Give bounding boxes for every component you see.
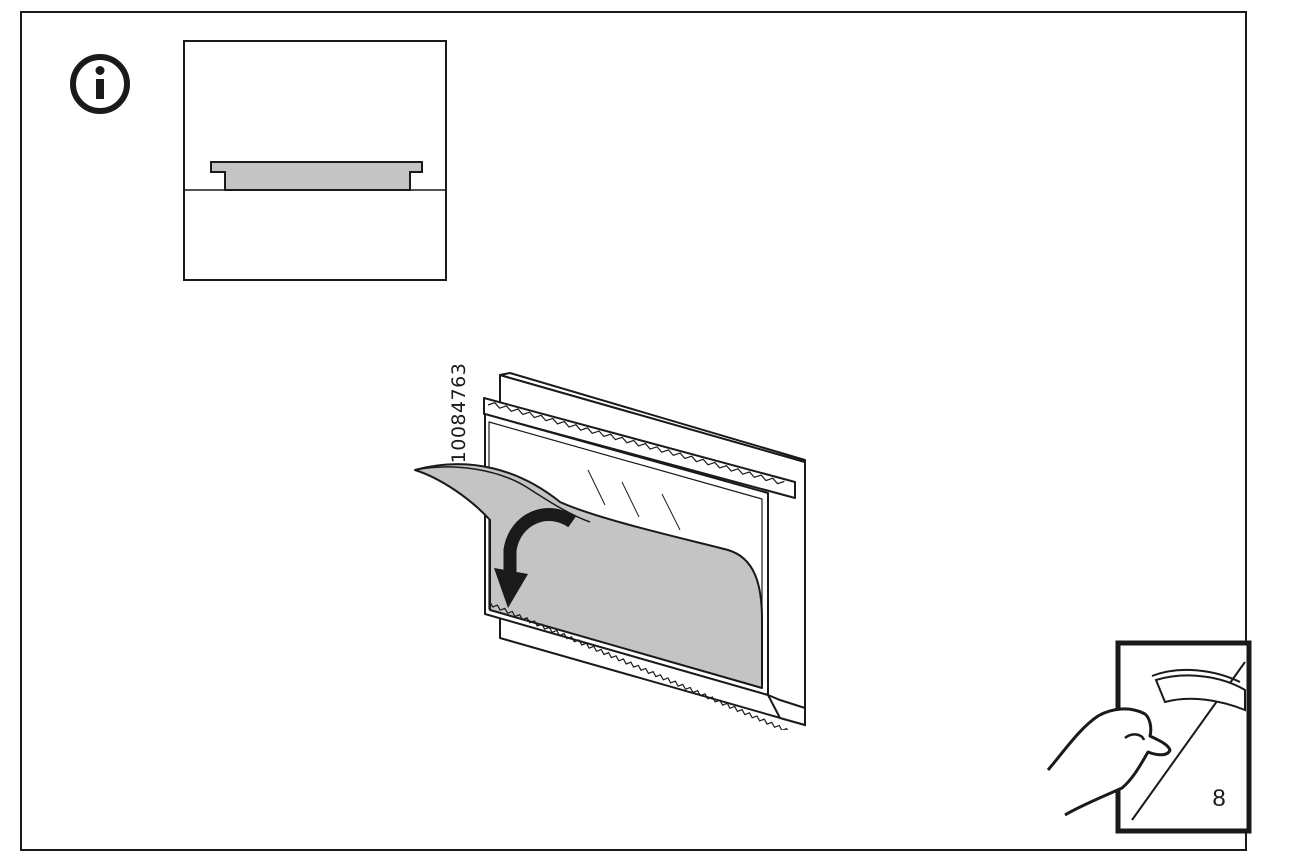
info-icon (70, 54, 130, 114)
detail-view (183, 40, 447, 281)
page-number: 8 (1212, 785, 1226, 812)
plate-on-surface-detail (185, 161, 445, 191)
page-frame (20, 11, 1247, 851)
curved-arrow-icon (494, 508, 576, 608)
page-turn-icon (1046, 640, 1252, 834)
panel-peel-illustration (414, 372, 806, 730)
